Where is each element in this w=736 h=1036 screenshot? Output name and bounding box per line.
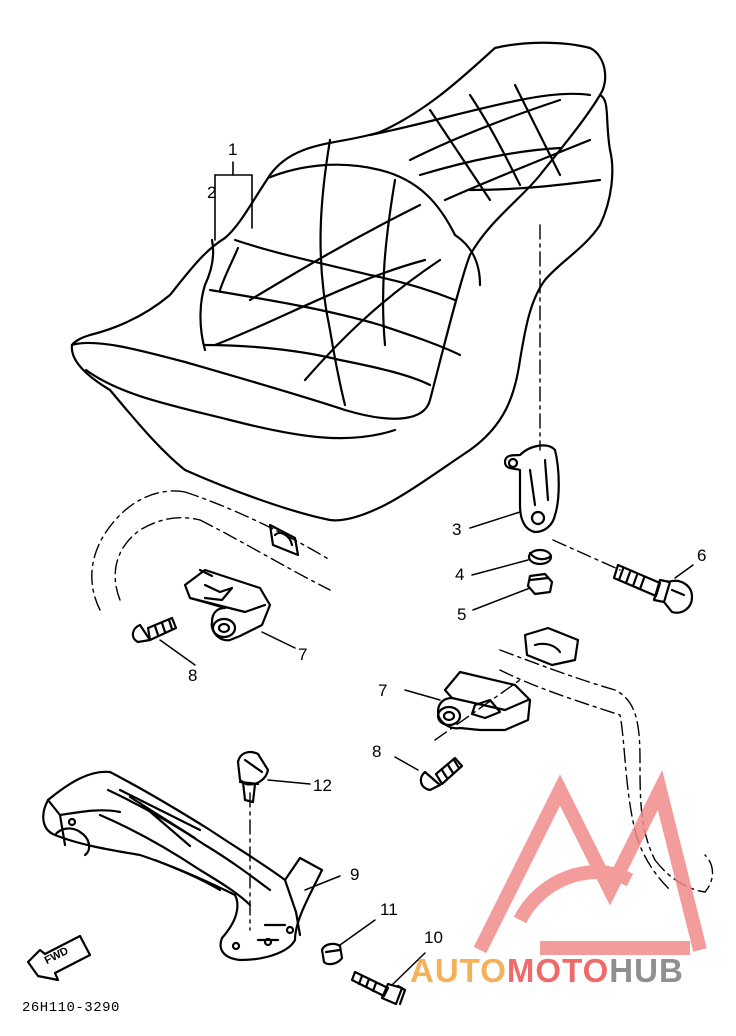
- callout-7-right: 7: [378, 681, 388, 700]
- automotohub-logo-icon: [473, 769, 707, 955]
- callout-6: 6: [697, 546, 707, 565]
- leader-8b: [394, 756, 419, 771]
- knob-part-12: [236, 751, 270, 804]
- callout-3: 3: [452, 520, 462, 539]
- leader-7a: [261, 631, 296, 649]
- bolt-part-10: [350, 970, 407, 1006]
- seat-lock-clamp-right-part-7: [436, 670, 532, 732]
- seat: [70, 41, 614, 522]
- leader-5: [472, 587, 531, 611]
- screw-right-part-8: [419, 756, 464, 792]
- nut-part-11: [320, 942, 344, 966]
- callout-9: 9: [350, 865, 360, 884]
- bracket-part-3: [503, 444, 560, 534]
- callout-1: 1: [228, 140, 238, 159]
- bolt-part-6: [612, 563, 694, 614]
- watermark-text: AUTOMOTOHUB: [410, 952, 684, 990]
- leader-11: [339, 919, 376, 946]
- callout-8-right: 8: [372, 742, 382, 761]
- hinge-plate-right: [523, 626, 580, 667]
- callout-11: 11: [380, 900, 398, 919]
- hinge-plate-left: [268, 523, 300, 557]
- leader-4: [471, 559, 529, 576]
- document-number: 26H110-3290: [22, 1000, 120, 1016]
- callout-5: 5: [457, 605, 467, 624]
- collar-part-4: [527, 548, 553, 566]
- callout-10: 10: [424, 928, 443, 947]
- leader-12: [267, 779, 311, 785]
- leader-9: [304, 875, 341, 891]
- leader-6: [674, 564, 694, 579]
- callout-leader-1-2: [214, 161, 253, 241]
- watermark-moto: MOTO: [506, 952, 610, 989]
- leader-8a: [159, 639, 196, 666]
- callout-7-left: 7: [298, 645, 308, 664]
- callout-2: 2: [207, 183, 217, 202]
- fwd-arrow-icon: [26, 934, 92, 982]
- screw-left-part-8: [131, 616, 178, 644]
- seat-bracket-part-9: [42, 770, 324, 962]
- watermark-auto: AUTO: [410, 952, 507, 989]
- callout-4: 4: [455, 565, 465, 584]
- leader-3: [469, 511, 521, 529]
- callout-8-left: 8: [188, 666, 198, 685]
- nut-part-5: [526, 572, 554, 596]
- callout-12: 12: [313, 776, 332, 795]
- seat-lock-clamp-left-part-7: [183, 568, 272, 642]
- leader-10: [391, 952, 426, 986]
- leader-7b: [404, 689, 441, 701]
- watermark-hub: HUB: [609, 952, 684, 989]
